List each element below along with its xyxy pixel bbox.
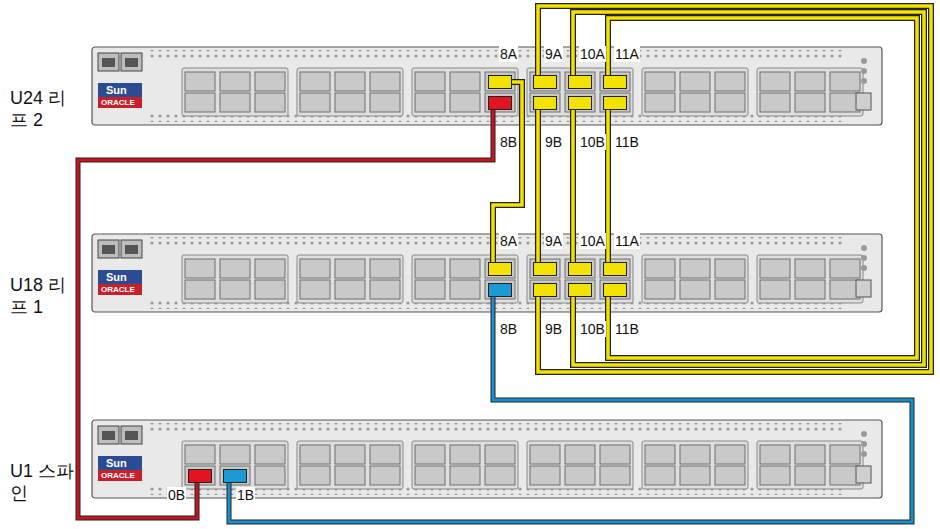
switch-port: 11B — [603, 283, 627, 297]
switch-chassis — [92, 420, 882, 498]
port-label: 9B — [544, 321, 563, 337]
switch-label: U24 리프 2 — [10, 87, 74, 131]
switch-port: 9A — [533, 262, 557, 276]
switch-port: 11A — [603, 75, 627, 89]
cable — [573, 12, 924, 365]
switch-chassis — [92, 234, 882, 312]
logo-text: ORACLE — [101, 97, 135, 108]
switch-port: 11B — [603, 96, 627, 110]
switch-port: 8A — [488, 262, 512, 276]
cable-casing — [535, 110, 541, 262]
switch-port: 10B — [568, 283, 592, 297]
port-label: 1B — [236, 487, 255, 503]
cable-casing — [570, 110, 576, 262]
cable — [571, 110, 575, 262]
port-label: 8B — [499, 321, 518, 337]
port-label: 11B — [614, 134, 640, 150]
switch-port: 8B — [488, 283, 512, 297]
port-label: 11A — [614, 46, 640, 62]
switch-port: 1B — [223, 469, 247, 483]
switch-label: U18 리프 1 — [10, 274, 74, 318]
port-label: 11A — [614, 233, 640, 249]
port-label: 11B — [614, 321, 640, 337]
port-label: 8A — [499, 233, 518, 249]
logo-text: Sun — [106, 456, 127, 470]
switch-port: 10B — [568, 96, 592, 110]
logo-text: ORACLE — [101, 284, 135, 295]
switch-chassis — [92, 47, 882, 125]
switch-port: 9B — [533, 96, 557, 110]
cable — [78, 110, 493, 518]
cable-casing — [229, 297, 912, 522]
port-label: 9B — [544, 134, 563, 150]
logo-text: Sun — [106, 270, 127, 284]
logo-text: ORACLE — [101, 470, 135, 481]
cable — [608, 18, 917, 358]
cable-casing — [573, 12, 924, 365]
cable — [536, 110, 540, 262]
port-label: 9A — [544, 233, 563, 249]
switch-port: 9B — [533, 283, 557, 297]
switch-port: 11A — [603, 262, 627, 276]
port-label: 9A — [544, 46, 563, 62]
cable-casing — [538, 6, 931, 372]
port-label: 10A — [579, 46, 606, 62]
port-label: 8A — [499, 46, 518, 62]
switch-label: U1 스파인 — [10, 460, 74, 504]
switch-port: 8B — [488, 96, 512, 110]
port-label: 8B — [499, 134, 518, 150]
switch-port: 10A — [568, 75, 592, 89]
cable — [538, 6, 931, 372]
switch-port: 9A — [533, 75, 557, 89]
switch-port: 10A — [568, 262, 592, 276]
port-label: 10B — [579, 321, 606, 337]
port-label: 10A — [579, 233, 606, 249]
logo-text: Sun — [106, 83, 127, 97]
switch-port: 0B — [188, 469, 212, 483]
switch-port: 8A — [488, 75, 512, 89]
infiniband-switch: U24 리프 28A9A10A11A8B9B10B11B — [92, 47, 882, 125]
cable-casing — [78, 110, 493, 518]
cable — [229, 297, 912, 522]
cable-casing — [608, 18, 917, 358]
port-label: 10B — [579, 134, 606, 150]
infiniband-switch: U18 리프 18A9A10A11A8B9B10B11B — [92, 234, 882, 312]
port-label: 0B — [167, 487, 186, 503]
cable — [606, 110, 610, 262]
infiniband-switch: U1 스파인0B1B — [92, 420, 882, 498]
